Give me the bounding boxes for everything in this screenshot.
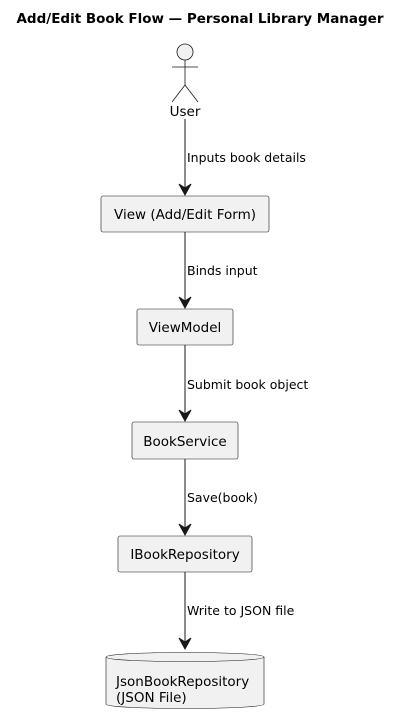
arrow-down-icon bbox=[178, 523, 192, 537]
edge-label: Save(book) bbox=[187, 490, 258, 505]
node-label-line2: (JSON File) bbox=[116, 690, 187, 706]
node-label: View (Add/Edit Form) bbox=[114, 207, 256, 223]
diagram-title: Add/Edit Book Flow — Personal Library Ma… bbox=[16, 11, 383, 27]
node-ibookrepository: IBookRepository bbox=[117, 535, 253, 573]
edge-label: Binds input bbox=[187, 263, 258, 278]
stick-figure-actor-icon bbox=[171, 43, 199, 103]
edge-user-to-view: Inputs book details bbox=[178, 119, 306, 197]
arrow-down-icon bbox=[178, 296, 192, 310]
node-label-line1: JsonBookRepository bbox=[115, 674, 249, 690]
edge-label: Write to JSON file bbox=[187, 603, 295, 618]
node-label: IBookRepository bbox=[130, 547, 239, 563]
node-label: ViewModel bbox=[149, 320, 222, 336]
edge-view-to-viewmodel: Binds input bbox=[178, 232, 258, 310]
actor-user: User bbox=[170, 43, 201, 120]
edge-label: Inputs book details bbox=[187, 150, 306, 165]
node-jsonbookrepository: JsonBookRepository (JSON File) bbox=[105, 652, 265, 709]
database-cylinder-icon bbox=[105, 652, 265, 709]
edge-repository-to-database: Write to JSON file bbox=[178, 572, 295, 651]
edge-viewmodel-to-bookservice: Submit book object bbox=[178, 345, 308, 423]
arrow-down-icon bbox=[178, 637, 192, 651]
edge-bookservice-to-repository: Save(book) bbox=[178, 459, 258, 537]
node-bookservice: BookService bbox=[131, 421, 239, 460]
node-view: View (Add/Edit Form) bbox=[100, 195, 270, 233]
actor-label: User bbox=[170, 104, 201, 120]
node-label: BookService bbox=[143, 434, 227, 450]
node-viewmodel: ViewModel bbox=[136, 308, 234, 346]
arrow-down-icon bbox=[178, 183, 192, 197]
edge-label: Submit book object bbox=[187, 377, 308, 392]
arrow-down-icon bbox=[178, 409, 192, 423]
